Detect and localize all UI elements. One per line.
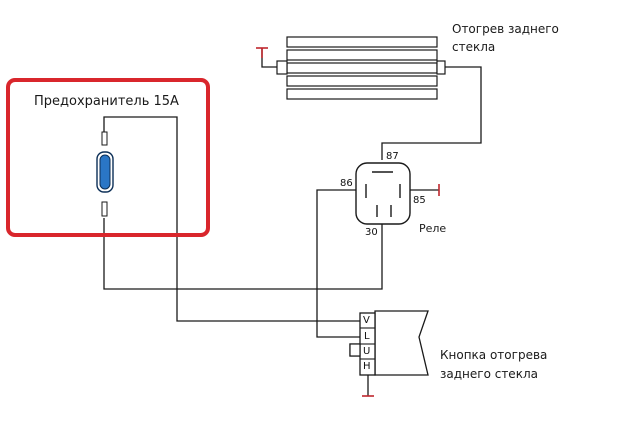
heater-label-line1: Отогрев заднего xyxy=(452,22,559,36)
heater-label-line2: стекла xyxy=(452,40,496,54)
fuse-highlight-frame xyxy=(6,78,210,237)
relay-pin-85: 85 xyxy=(413,195,426,206)
relay-pin-30: 30 xyxy=(365,227,378,238)
relay-pin-87: 87 xyxy=(386,151,399,162)
switch-pin-u: U xyxy=(363,346,371,357)
ground-terminal-icon xyxy=(256,47,268,58)
switch-icon xyxy=(349,310,429,376)
wire-relay87-to-heater xyxy=(381,66,482,160)
wire-fuse-bottom-to-relay30 xyxy=(103,218,383,290)
fuse-label: Предохранитель 15А xyxy=(34,94,179,109)
wire-relay86-to-switch xyxy=(316,189,360,338)
wire-fuse-top-to-switch xyxy=(103,116,360,322)
fuse-icon xyxy=(96,131,114,217)
switch-pin-h: H xyxy=(363,361,371,372)
button-label-line2: заднего стекла xyxy=(440,367,538,381)
switch-pin-v: V xyxy=(363,315,370,326)
button-label-line1: Кнопка отогрева xyxy=(440,348,548,362)
relay-label: Реле xyxy=(419,222,447,235)
relay-pin-86: 86 xyxy=(340,178,353,189)
relay-icon xyxy=(355,162,411,225)
heater-grid-icon xyxy=(276,36,446,100)
switch-pin-l: L xyxy=(364,331,370,342)
